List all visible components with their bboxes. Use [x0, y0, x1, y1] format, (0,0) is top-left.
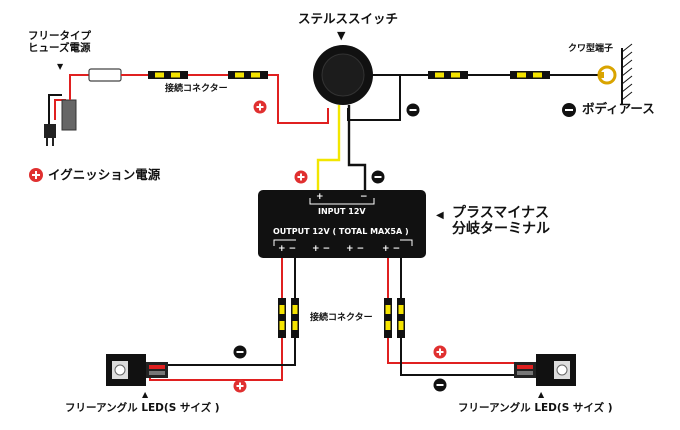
output-pair-1: + −: [278, 244, 297, 254]
connector-top-2: [228, 71, 268, 79]
input-label: INPUT 12V: [318, 207, 366, 216]
stealth-switch-arrow: ▼: [337, 29, 346, 42]
fuse-label-line1: フリータイプ: [28, 30, 91, 42]
black-wire-switch-to-terminal: [347, 105, 367, 193]
minus-badge-right-led: [433, 378, 447, 392]
body-ground-label: ボディアース: [582, 101, 655, 116]
connector-left-black: [291, 298, 299, 338]
ignition-power-label: イグニッション電源: [48, 167, 161, 182]
led-right-arrow: ▲: [538, 390, 545, 399]
connector-left-red: [278, 298, 286, 338]
plus-badge-switch: [253, 100, 267, 114]
plus-badge-left-led: [233, 379, 247, 393]
connector-right-red: [384, 298, 392, 338]
fuse-arrow-down: ▼: [57, 62, 64, 71]
led-right-label: フリーアングル LED(S サイズ ): [458, 402, 613, 414]
black-wire-right-led: [400, 258, 520, 376]
led-left: [106, 354, 168, 386]
yellow-wire: [316, 105, 341, 193]
red-wire-fuse: [69, 74, 90, 100]
stealth-switch-label: ステルススイッチ: [298, 11, 399, 26]
input-minus-sign: −: [360, 192, 368, 202]
fuse-label-line2: ヒューズ電源: [28, 42, 91, 55]
black-wire-to-ground: [347, 74, 401, 121]
minus-badge-left-led: [233, 345, 247, 359]
kuwa-terminal: [597, 65, 617, 85]
fuse-power-harness: [44, 68, 329, 146]
connector-top-1: [148, 71, 188, 79]
output-pair-4: + −: [382, 244, 401, 254]
black-wire-left-led: [168, 258, 296, 366]
branch-terminal: [258, 190, 426, 258]
kuwa-terminal-label: クワ型端子: [568, 44, 614, 54]
input-plus-sign: +: [316, 192, 324, 202]
red-wire-to-switch: [121, 74, 329, 124]
fuse-tap-wire-black: [48, 94, 62, 124]
connector-ground-2: [510, 71, 550, 79]
led-left-label: フリーアングル LED(S サイズ ): [65, 402, 220, 414]
fuse-label: フリータイプ ヒューズ電源: [28, 30, 91, 54]
led-left-arrow: ▲: [142, 390, 149, 399]
fuse-holder: [61, 99, 77, 131]
minus-badge-input: [371, 170, 385, 184]
plus-badge-right-led: [433, 345, 447, 359]
minus-badge-body-ground: [562, 103, 576, 117]
ground-hatch: [621, 43, 633, 104]
plus-badge-ignition: [29, 168, 43, 182]
output-label: OUTPUT 12V ( TOTAL MAX5A ): [273, 227, 409, 236]
led-right: [514, 354, 576, 386]
connector-top-label: 接続コネクター: [165, 84, 228, 94]
output-pair-3: + −: [346, 244, 365, 254]
terminal-title-arrow: ◀: [436, 210, 444, 221]
connector-mid-label: 接続コネクター: [310, 313, 373, 323]
output-pair-2: + −: [312, 244, 331, 254]
terminal-title-line1: プラスマイナス: [452, 205, 550, 221]
minus-badge-switch-ground: [406, 103, 420, 117]
fuse-body: [88, 68, 122, 82]
terminal-title: プラスマイナス 分岐ターミナル: [452, 205, 550, 237]
plus-badge-input: [294, 170, 308, 184]
connector-right-black: [397, 298, 405, 338]
red-wire-left-led: [149, 258, 283, 381]
connector-ground-1: [428, 71, 468, 79]
red-wire-right-led: [387, 258, 520, 364]
terminal-title-line2: 分岐ターミナル: [452, 221, 550, 238]
fuse-plug: [44, 124, 56, 138]
